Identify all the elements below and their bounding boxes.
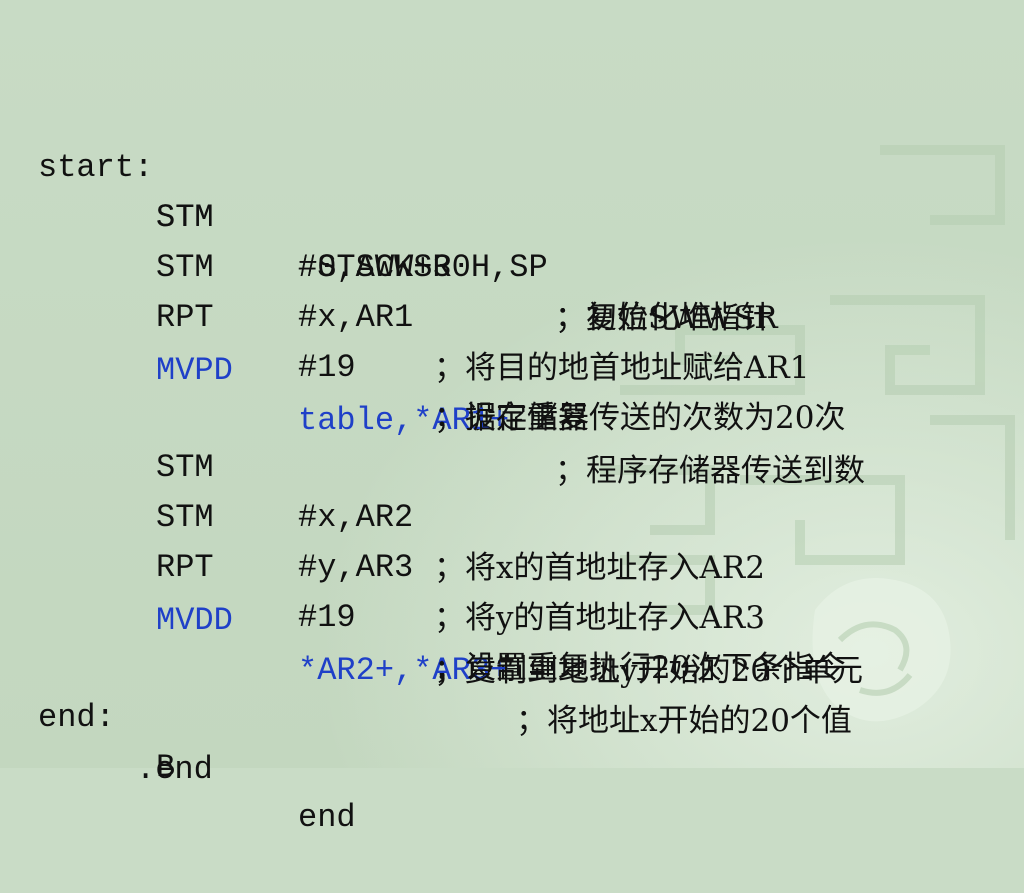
code-operand: #19 bbox=[298, 599, 356, 636]
code-opcode: STM bbox=[156, 249, 214, 286]
code-operand: #x,AR2 bbox=[298, 499, 414, 536]
code-comment: ；设定重复传送的次数为20次 bbox=[434, 400, 846, 436]
code-opcode: STM bbox=[156, 499, 214, 536]
code-comment: ；复位SWWSR bbox=[555, 300, 778, 336]
code-comment: ；程序存储器传送到数 bbox=[555, 453, 865, 489]
code-operand: *AR2+,*AR3+ bbox=[298, 652, 510, 689]
code-line: end: B end bbox=[0, 643, 1024, 836]
code-operand: table,*AR1+ bbox=[298, 402, 510, 439]
code-comment: ；将x的首地址存入AR2 bbox=[434, 550, 765, 586]
code-opcode: MVPD bbox=[156, 352, 233, 389]
code-line: RPT #19 ；设置重复执行20次下条指令 bbox=[0, 493, 1024, 686]
code-line: STM #STACK+30H,SP ；初始化堆指针 bbox=[0, 143, 1024, 336]
code-line: RPT #19 ；设定重复传送的次数为20次 bbox=[0, 243, 1024, 436]
code-line: .end bbox=[0, 695, 1024, 788]
code-operand: #x,AR1 bbox=[298, 299, 414, 336]
code-label: end: bbox=[38, 699, 115, 736]
code-line: start: STM #0,SWWSR ；复位SWWSR bbox=[0, 93, 1024, 336]
code-operand: #y,AR3 bbox=[298, 549, 414, 586]
decorative-pattern bbox=[600, 145, 1015, 722]
code-operand: end bbox=[298, 799, 356, 836]
code-comment: ；据存储器 bbox=[434, 400, 589, 436]
code-line: STM #x,AR1 ；将目的地首地址赋给AR1 bbox=[0, 193, 1024, 386]
code-opcode: STM bbox=[156, 199, 214, 236]
code-comment: ；将目的地首地址赋给AR1 bbox=[434, 350, 810, 386]
code-directive: .end bbox=[136, 751, 213, 788]
code-label: start: bbox=[38, 149, 154, 186]
code-opcode: STM bbox=[156, 449, 214, 486]
code-line: ；据存储器 bbox=[0, 343, 1024, 436]
code-comment: ；将地址x开始的20个值 bbox=[516, 703, 852, 739]
code-opcode: MVDD bbox=[156, 602, 233, 639]
code-line: ；复制到地址y开始的20个单元 bbox=[0, 596, 1024, 689]
code-opcode: STM bbox=[156, 199, 214, 236]
code-operand: #STACK+30H,SP bbox=[298, 249, 548, 286]
code-line: STM #x,AR2 ；将x的首地址存入AR2 bbox=[0, 393, 1024, 586]
code-comment: ；设置重复执行20次下条指令 bbox=[434, 650, 846, 686]
code-operand: #0,SWWSR bbox=[298, 249, 452, 286]
code-comment: ；复制到地址y开始的20个单元 bbox=[434, 653, 863, 689]
code-opcode: RPT bbox=[156, 549, 214, 586]
assembly-code-listing: start: STM #0,SWWSR ；复位SWWSR STM #STACK+… bbox=[0, 93, 1024, 836]
code-comment: ；初始化堆指针 bbox=[555, 300, 772, 336]
code-line: STM #y,AR3 ；将y的首地址存入AR3 bbox=[0, 443, 1024, 636]
code-comment: ；将y的首地址存入AR3 bbox=[434, 600, 765, 636]
code-opcode: RPT bbox=[156, 299, 214, 336]
code-line: MVDD *AR2+,*AR3+ ；将地址x开始的20个值 bbox=[0, 546, 1024, 739]
code-line: MVPD table,*AR1+ ；程序存储器传送到数 bbox=[0, 296, 1024, 489]
code-operand: #19 bbox=[298, 349, 356, 386]
